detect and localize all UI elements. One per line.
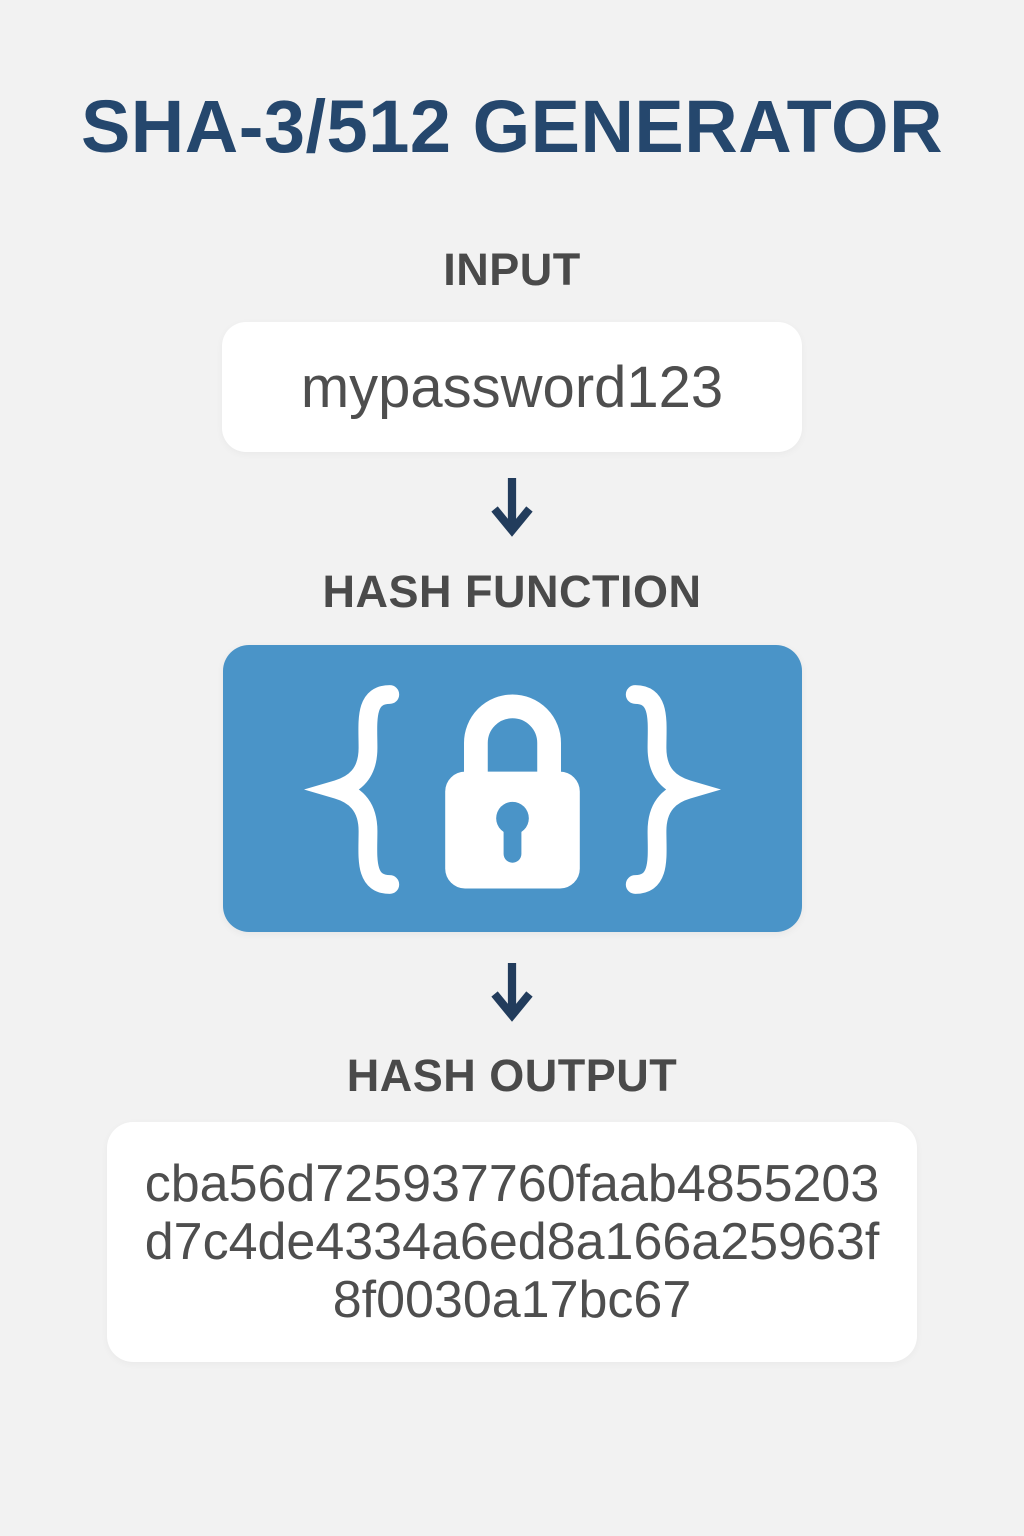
arrow-down-icon [488,476,536,540]
braces-lock-icon [304,685,721,894]
lock-icon [445,694,580,889]
left-brace [304,685,400,894]
hash-output-label: HASH OUTPUT [346,1050,678,1101]
page-title: SHA-3/512 GENERATOR [80,85,944,168]
hash-output-line: 8f0030a17bc67 [332,1271,692,1329]
arrow-down-icon [488,961,536,1025]
hash-output-box: cba56d725937760faab4855203 d7c4de4334a6e… [107,1122,917,1362]
input-label: INPUT [443,244,581,295]
hash-function-label: HASH FUNCTION [322,566,702,617]
right-brace [625,685,721,894]
hash-function-box [223,645,802,932]
hash-output-line: cba56d725937760faab4855203 [144,1155,880,1213]
input-value: mypassword123 [300,354,724,420]
input-field[interactable]: mypassword123 [222,322,802,452]
hash-output-line: d7c4de4334a6ed8a166a25963f [144,1213,880,1271]
